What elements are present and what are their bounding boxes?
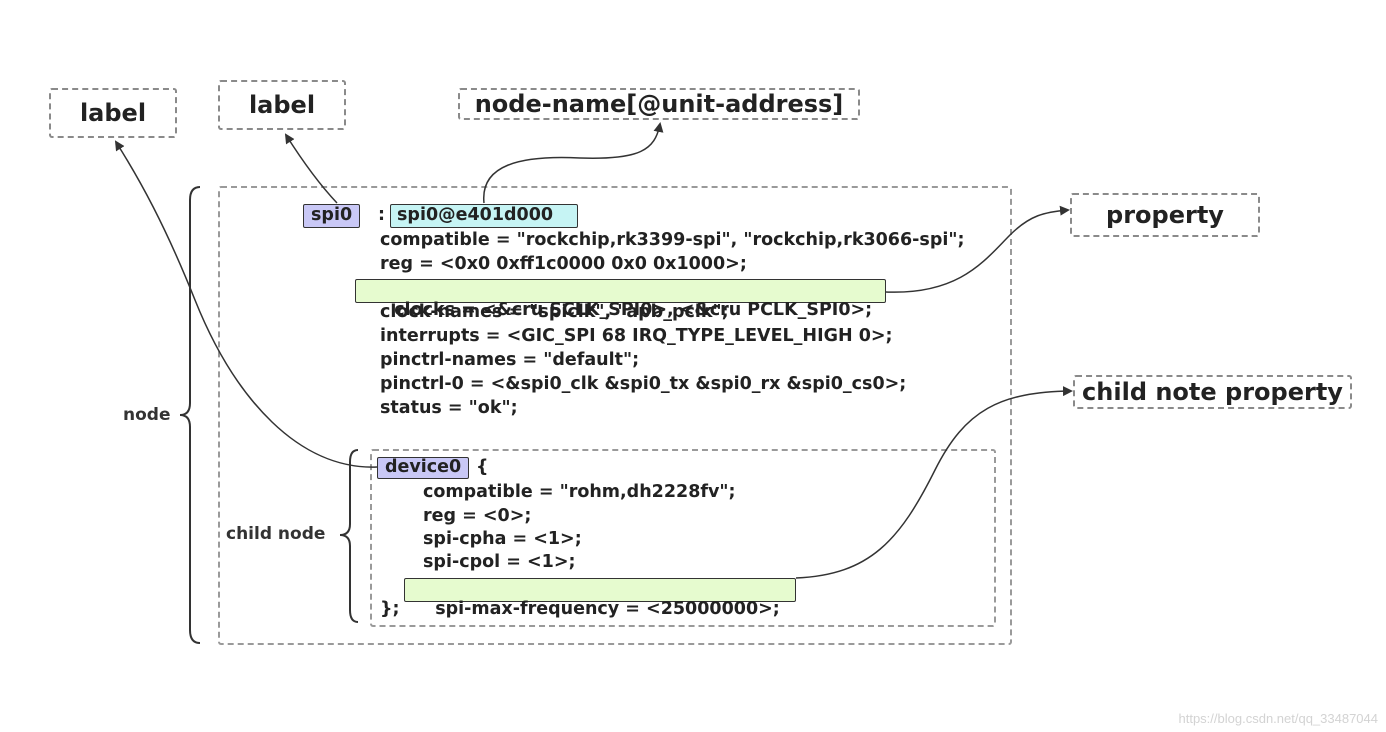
node-colon: :: [378, 205, 385, 225]
node-name-callout-text: node-name[@unit-address]: [474, 90, 844, 118]
node-property-line: interrupts = <GIC_SPI 68 IRQ_TYPE_LEVEL_…: [380, 326, 893, 346]
node-side-label: node: [123, 405, 171, 425]
watermark: https://blog.csdn.net/qq_33487044: [1178, 711, 1379, 726]
child-node-brace: [339, 449, 359, 623]
child-label-tag: device0: [377, 457, 470, 479]
child-property-line: compatible = "rohm,dh2228fv";: [423, 482, 736, 502]
arrow-clocks-to-property: [885, 205, 1070, 293]
node-property-line: clock-names = "spiclk", "apb_pclk";: [380, 302, 729, 322]
node-name-callout: node-name[@unit-address]: [458, 88, 860, 120]
node-property-line: status = "ok";: [380, 398, 518, 418]
child-brace-close: };: [380, 599, 400, 619]
label-callout-left-text: label: [79, 99, 147, 127]
highlighted-child-property: spi-max-frequency = <25000000>;: [404, 578, 796, 619]
child-brace-open: {: [476, 457, 489, 477]
node-property-line: pinctrl-names = "default";: [380, 350, 640, 370]
arrow-name-to-node-name: [483, 122, 664, 204]
arrow-child-prop-to-callout: [795, 386, 1073, 579]
node-label-tag: spi0: [303, 204, 361, 228]
child-property-callout: child note property: [1073, 375, 1352, 409]
label-callout-mid-text: label: [248, 91, 316, 119]
node-property-line: pinctrl-0 = <&spi0_clk &spi0_tx &spi0_rx…: [380, 374, 907, 394]
child-node-frame: [370, 449, 996, 627]
child-node-side-label: child node: [226, 524, 326, 544]
node-name-tag: spi0@e401d000: [390, 204, 578, 228]
arrow-spi0-to-label: [284, 133, 338, 204]
child-property-callout-text: child note property: [1082, 378, 1343, 406]
highlighted-property-clocks: clocks = <&cru SCLK_SPI0>, <&cru PCLK_SP…: [355, 279, 886, 320]
child-property-line: spi-cpha = <1>;: [423, 529, 582, 549]
property-callout-text: property: [1106, 201, 1224, 229]
highlighted-property-clocks-text: clocks = <&cru SCLK_SPI0>, <&cru PCLK_SP…: [394, 300, 873, 320]
node-property-line: compatible = "rockchip,rk3399-spi", "roc…: [380, 230, 965, 250]
node-frame: [218, 186, 1012, 645]
property-callout: property: [1070, 193, 1260, 237]
node-brace: [179, 186, 201, 644]
child-property-line: reg = <0>;: [423, 506, 532, 526]
label-callout-left: label: [49, 88, 177, 138]
arrow-device0-to-label: [114, 140, 378, 468]
highlighted-child-property-text: spi-max-frequency = <25000000>;: [435, 599, 780, 619]
label-callout-mid: label: [218, 80, 346, 130]
child-property-line: spi-cpol = <1>;: [423, 552, 576, 572]
node-property-line: reg = <0x0 0xff1c0000 0x0 0x1000>;: [380, 254, 747, 274]
